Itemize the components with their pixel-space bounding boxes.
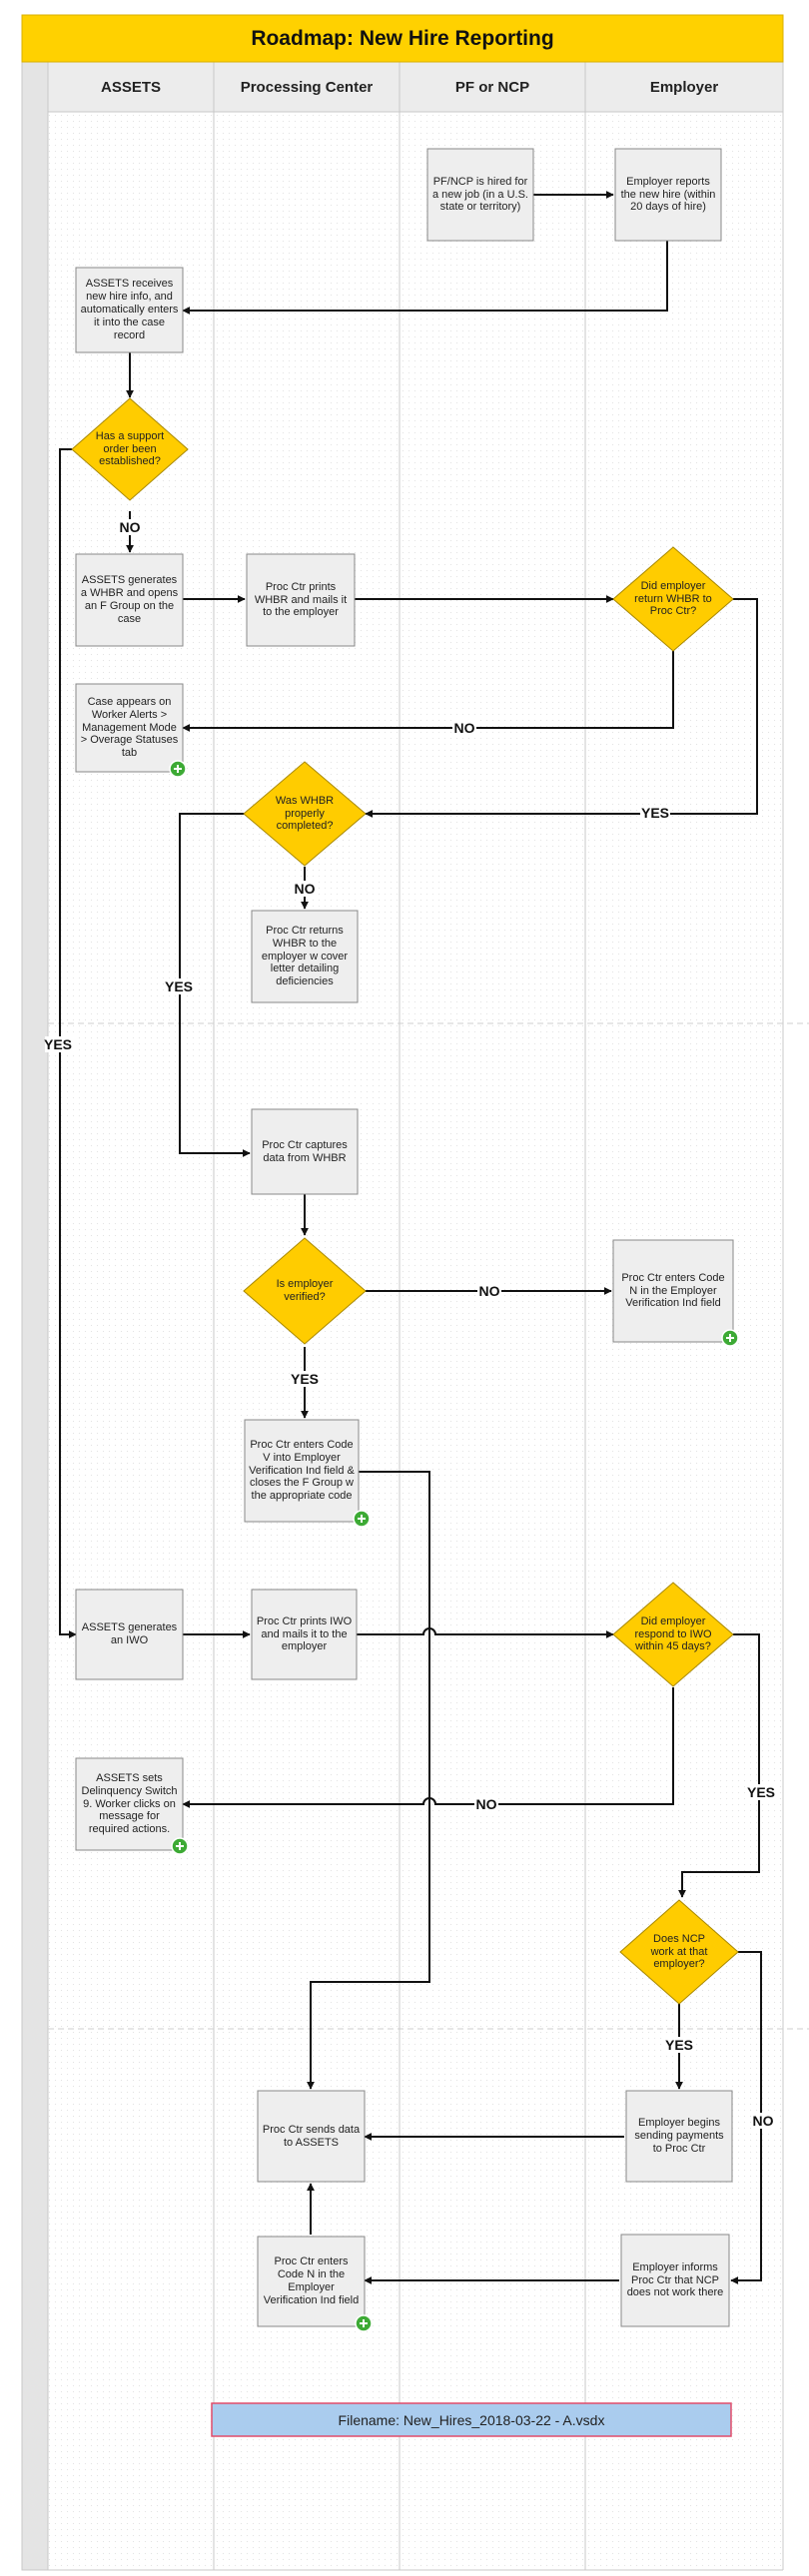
process-box: ASSETS generates an IWO bbox=[75, 1589, 184, 1680]
connector-labels: NO NO YES NO YES YES NO YES NO YES YES N… bbox=[44, 519, 776, 2129]
decision-diamond: Does NCP work at that employer? bbox=[619, 1899, 739, 2005]
process-box: Proc Ctr prints IWO and mails it to the … bbox=[251, 1589, 358, 1680]
lane-header-bar bbox=[48, 62, 783, 112]
process-box: Proc Ctr enters Code V into Employer Ver… bbox=[244, 1419, 371, 1528]
box-pf-hired: PF/NCP is hired for a new job (in a U.S.… bbox=[432, 175, 528, 214]
process-box: Proc Ctr enters Code N in the Employer V… bbox=[612, 1239, 739, 1347]
process-box: Proc Ctr captures data from WHBR bbox=[251, 1108, 359, 1195]
swimlane-side-strip bbox=[21, 61, 49, 2571]
page-title: Roadmap: New Hire Reporting bbox=[251, 27, 553, 50]
box-assets-receives: ASSETS receives new hire info, and autom… bbox=[80, 278, 179, 341]
decision-diamond: Did employer return WHBR to Proc Ctr? bbox=[612, 546, 734, 652]
lane-header-employer: Employer bbox=[650, 79, 719, 96]
box-proc-captures: Proc Ctr captures data from WHBR bbox=[262, 1138, 348, 1164]
process-box: Proc Ctr sends data to ASSETS bbox=[257, 2090, 366, 2183]
process-box: PF/NCP is hired for a new job (in a U.S.… bbox=[426, 148, 534, 242]
lane-header-assets: ASSETS bbox=[101, 79, 161, 96]
decision-diamond: Did employer respond to IWO within 45 da… bbox=[612, 1582, 734, 1687]
decision-employer-return-whbr: Did employer return WHBR to Proc Ctr? bbox=[634, 579, 712, 618]
box-proc-code-n-bottom: Proc Ctr enters Code N in the Employer V… bbox=[263, 2255, 360, 2306]
box-proc-returns-whbr: Proc Ctr returns WHBR to the employer w … bbox=[261, 924, 349, 988]
box-case-appears: Case appears on Worker Alerts > Manageme… bbox=[80, 695, 179, 760]
box-proc-prints-iwo: Proc Ctr prints IWO and mails it to the … bbox=[256, 1614, 353, 1653]
process-box: Proc Ctr prints WHBR and mails it to the… bbox=[246, 553, 356, 647]
label-yes: YES bbox=[641, 805, 669, 821]
decision-employer-respond-iwo: Did employer respond to IWO within 45 da… bbox=[634, 1614, 712, 1653]
decision-diamond: Has a support order been established? bbox=[71, 397, 189, 501]
box-employer-begins: Employer begins sending payments to Proc… bbox=[634, 2117, 724, 2155]
process-box: Proc Ctr enters Code N in the Employer V… bbox=[257, 2236, 373, 2332]
lane-header-processing-center: Processing Center bbox=[241, 79, 374, 96]
process-box: ASSETS receives new hire info, and autom… bbox=[75, 267, 184, 353]
box-proc-sends: Proc Ctr sends data to ASSETS bbox=[262, 2123, 361, 2149]
box-assets-generates-whbr: ASSETS generates a WHBR and opens an F G… bbox=[80, 574, 179, 625]
label-yes: YES bbox=[747, 1784, 775, 1800]
box-proc-code-n-employer: Proc Ctr enters Code N in the Employer V… bbox=[621, 1271, 725, 1310]
decision-employer-verified: Is employer verified? bbox=[276, 1278, 334, 1303]
label-yes: YES bbox=[44, 1036, 72, 1052]
label-no: NO bbox=[479, 1283, 500, 1299]
title-bar bbox=[21, 14, 784, 63]
filename-banner bbox=[211, 2402, 732, 2437]
process-box: Proc Ctr returns WHBR to the employer w … bbox=[251, 910, 359, 1003]
label-yes: YES bbox=[665, 2037, 693, 2053]
filename-text: Filename: New_Hires_2018-03-22 - A.vsdx bbox=[339, 2412, 605, 2428]
decision-diamond: Is employer verified? bbox=[243, 1237, 367, 1345]
box-proc-code-v: Proc Ctr enters Code V into Employer Ver… bbox=[249, 1438, 355, 1503]
process-box: ASSETS generates a WHBR and opens an F G… bbox=[75, 553, 184, 647]
label-no: NO bbox=[476, 1796, 497, 1812]
box-assets-generates-iwo: ASSETS generates an IWO bbox=[81, 1621, 178, 1646]
process-box: Employer informs Proc Ctr that NCP does … bbox=[620, 2234, 730, 2327]
process-box: Employer reports the new hire (within 20… bbox=[614, 148, 722, 242]
process-box: ASSETS sets Delinquency Switch 9. Worker… bbox=[75, 1757, 189, 1855]
label-no: NO bbox=[753, 2113, 774, 2129]
process-box: Employer begins sending payments to Proc… bbox=[625, 2090, 733, 2183]
label-yes: YES bbox=[165, 978, 193, 994]
box-employer-informs: Employer informs Proc Ctr that NCP does … bbox=[626, 2260, 724, 2299]
box-employer-reports: Employer reports the new hire (within 20… bbox=[620, 175, 716, 214]
process-box: Case appears on Worker Alerts > Manageme… bbox=[75, 683, 187, 778]
label-no: NO bbox=[295, 881, 316, 897]
label-no: NO bbox=[120, 519, 141, 535]
decision-diamond: Was WHBR properly completed? bbox=[243, 761, 367, 867]
label-yes: YES bbox=[291, 1371, 319, 1387]
decision-support-order: Has a support order been established? bbox=[95, 429, 165, 468]
decision-ncp-work: Does NCP work at that employer? bbox=[650, 1932, 708, 1971]
label-no: NO bbox=[454, 720, 475, 736]
box-proc-prints-whbr: Proc Ctr prints WHBR and mails it to the… bbox=[254, 580, 348, 619]
lane-header-pf-or-ncp: PF or NCP bbox=[455, 79, 529, 96]
box-assets-delinquency: ASSETS sets Delinquency Switch 9. Worker… bbox=[81, 1771, 178, 1836]
decision-whbr-complete: Was WHBR properly completed? bbox=[275, 794, 335, 833]
